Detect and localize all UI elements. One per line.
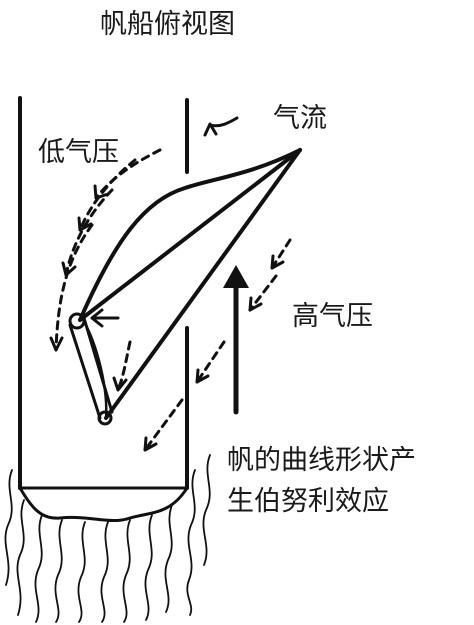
high-pressure-label: 高气压 [292,301,373,332]
low-pressure-label: 低气压 [38,137,119,168]
sail-leech [104,148,302,420]
airflow-arrows [143,238,292,452]
bernoulli-note-line2: 生伯努利效应 [227,486,389,517]
boom-end [97,410,113,426]
thrust-arrow-head [223,265,249,288]
hull [18,96,189,522]
low-pressure-flow-arrows [49,148,162,352]
airflow-label: 气流 [273,103,327,134]
mast-top [68,312,86,330]
hull-stern-curve [18,486,189,522]
sail-surface-arrows [90,116,239,392]
wake-ripples [4,454,211,623]
bernoulli-note-line1: 帆的曲线形状产 [227,445,416,476]
boom-left [68,323,102,420]
thrust-arrow [223,265,249,415]
boom-right [82,316,114,414]
sail-curved-edge [78,148,302,322]
diagram-title: 帆船俯视图 [100,9,235,40]
sail [68,148,302,426]
sail-straight-edge [78,148,302,322]
bernoulli-note: 帆的曲线形状产 生伯努利效应 [227,440,416,522]
